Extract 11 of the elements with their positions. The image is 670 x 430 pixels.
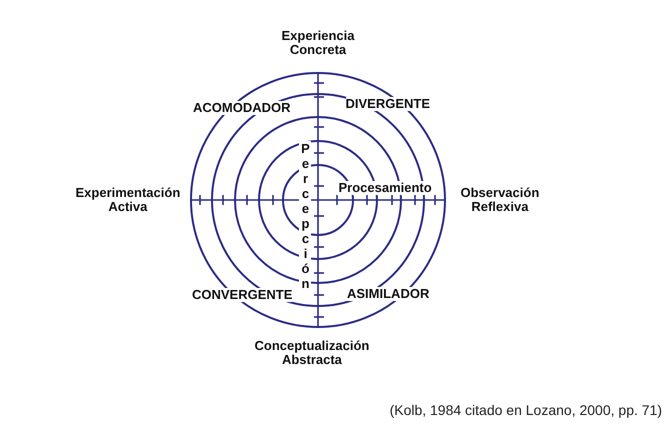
axis-title: Percepción xyxy=(299,141,311,291)
pole-label: Experimentación Activa xyxy=(76,186,180,214)
caption: (Kolb, 1984 citado en Lozano, 2000, pp. 71) xyxy=(390,402,662,418)
quadrant-label: ASIMILADOR xyxy=(347,287,430,301)
quadrant-label: DIVERGENTE xyxy=(346,97,430,111)
pole-label: Conceptualización Abstracta xyxy=(254,339,370,367)
pole-label: Experiencia Concreta xyxy=(282,29,354,57)
quadrant-label: ACOMODADOR xyxy=(193,101,290,115)
pole-label: Observación Reflexiva xyxy=(460,186,540,214)
axis-title: Procesamiento xyxy=(338,181,432,195)
quadrant-label: CONVERGENTE xyxy=(192,288,292,302)
